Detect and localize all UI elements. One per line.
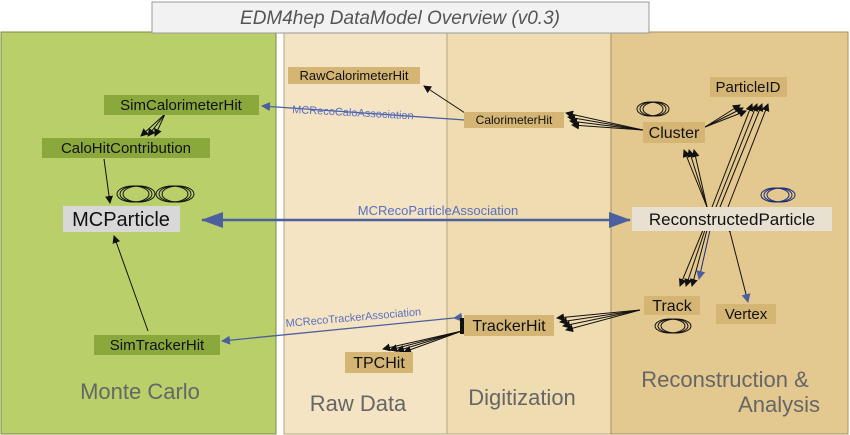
svg-text:ReconstructedParticle: ReconstructedParticle [649,210,815,229]
svg-text:SimTrackerHit: SimTrackerHit [110,337,205,354]
reco-self-loops [760,187,796,203]
node-sim-calorimeter-hit: SimCalorimeterHit [104,95,259,115]
svg-text:Vertex: Vertex [725,306,768,323]
reco-to-vertex-edge [724,224,751,303]
calo-association-edge [261,102,474,126]
particle-association-label: MCRecoParticleAssociation [358,203,518,218]
calohit-to-rawcalohit-edge [423,85,466,114]
node-calo-hit-contribution: CaloHitContribution [42,138,210,158]
digitization-label: Digitization [468,385,576,410]
cluster-to-calohit-edges [565,110,644,131]
cluster-self-loops [636,101,670,117]
reco-to-cluster-edges [682,149,708,208]
simcalo-to-contribution-edge-1 [140,113,166,137]
svg-text:MCParticle: MCParticle [72,209,170,231]
title-box [151,1,650,34]
node-cluster: Cluster [643,122,705,143]
track-self-loops [654,318,692,334]
node-track: Track [644,296,700,315]
simcalo-to-contribution-edge-2 [147,113,166,137]
raw-data-label: Raw Data [310,391,407,416]
svg-text:Cluster: Cluster [649,125,700,142]
svg-text:CalorimeterHit: CalorimeterHit [476,113,553,127]
svg-text:TPCHit: TPCHit [353,355,405,372]
svg-text:SimCalorimeterHit: SimCalorimeterHit [120,97,243,114]
reconstruction-label-line1: Reconstruction & [641,367,809,392]
simtracker-to-mcparticle-edge [112,235,149,332]
svg-text:ParticleID: ParticleID [715,79,780,96]
contribution-to-mcparticle-edge [103,158,114,204]
node-reconstructed-particle: ReconstructedParticle [632,207,832,231]
node-particle-id: ParticleID [710,77,787,97]
node-sim-tracker-hit: SimTrackerHit [94,335,220,355]
node-calorimeter-hit: CalorimeterHit [464,112,564,128]
svg-text:TrackerHit: TrackerHit [472,318,546,335]
raw-data-region [283,31,448,435]
svg-text:RawCalorimeterHit: RawCalorimeterHit [299,68,408,83]
digitization-region [446,31,612,435]
reco-to-track-blue-edge [696,229,711,280]
mcparticle-self-loops [116,185,195,203]
node-vertex: Vertex [716,304,776,324]
svg-text:CaloHitContribution: CaloHitContribution [61,140,191,157]
monte-carlo-label: Monte Carlo [80,379,200,404]
track-to-trackerhit-edges [556,309,641,333]
trackerhit-connector-bar [460,318,464,334]
diagram-title: EDM4hep DataModel Overview (v0.3) [240,8,560,29]
reconstruction-label-line2: Analysis [738,392,820,417]
simcalo-to-contribution-edge-3 [154,113,166,137]
cluster-to-particleid-edges [704,104,747,128]
monte-carlo-region [0,31,277,435]
node-mc-particle: MCParticle [63,206,180,232]
node-tpc-hit: TPCHit [345,352,413,373]
reco-to-track-edges [678,229,708,287]
trackerhit-to-tpchit-edge-4 [403,330,463,354]
reco-to-particleid-edges [711,103,770,208]
tracker-association-edge [221,312,463,345]
svg-text:Track: Track [652,298,692,315]
node-tracker-hit: TrackerHit [464,315,554,336]
node-raw-calorimeter-hit: RawCalorimeterHit [288,67,420,84]
